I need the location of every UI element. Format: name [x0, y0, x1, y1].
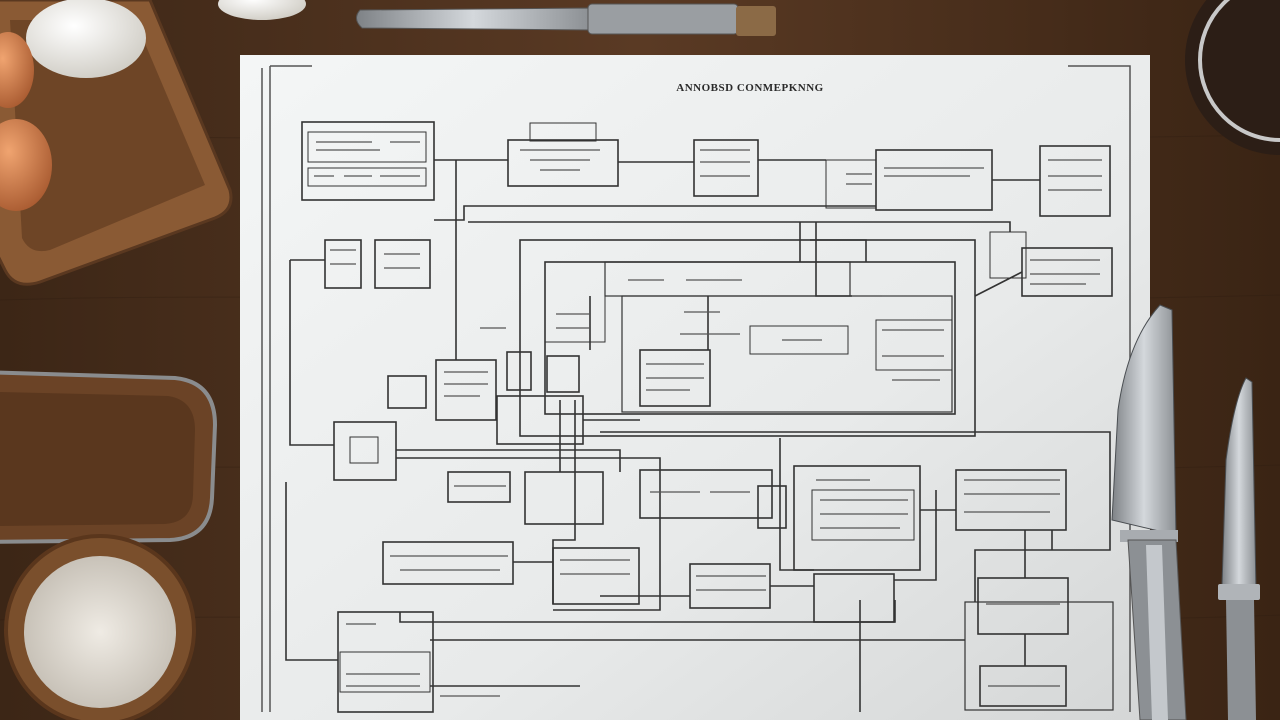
diagram-box	[382, 541, 514, 585]
diagram-box	[693, 139, 759, 197]
diagram-box	[1039, 145, 1111, 217]
diagram-box	[964, 601, 1114, 711]
blueprint-title: ANNOBSD CONMEPKNNG	[676, 82, 824, 94]
diagram-box	[639, 469, 773, 519]
egg-brown	[0, 32, 34, 108]
diagram-box	[977, 577, 1069, 635]
wooden-board	[0, 370, 218, 544]
central-frame	[519, 239, 976, 437]
diagram-box	[955, 469, 1067, 531]
egg-brown	[0, 119, 52, 211]
flour-bowl	[4, 534, 196, 720]
top-knife	[356, 3, 776, 36]
diagram-box	[793, 465, 921, 571]
diagram-box	[757, 485, 787, 529]
box-text-marks	[314, 141, 1102, 697]
diagram-box	[333, 421, 397, 481]
blueprint-sheet	[240, 55, 1150, 720]
diagram-box	[447, 471, 511, 503]
egg-tray	[0, 0, 233, 286]
chef-knife	[1111, 304, 1187, 720]
diagram-box	[387, 375, 427, 409]
diagram-box	[979, 665, 1067, 707]
diagram-box	[506, 351, 532, 391]
dark-pot	[1185, 0, 1280, 155]
diagram-box	[546, 355, 580, 393]
blueprint-diagram	[285, 121, 1114, 713]
diagram-box	[337, 611, 434, 713]
diagram-box	[507, 139, 619, 187]
diagram-box	[435, 359, 497, 421]
egg-white	[26, 0, 146, 78]
diagram-box	[524, 471, 604, 525]
egg-white	[218, 0, 306, 20]
diagram-box	[324, 239, 362, 289]
paring-knife	[1218, 377, 1260, 720]
diagram-box	[301, 121, 435, 201]
diagram-box	[374, 239, 431, 289]
